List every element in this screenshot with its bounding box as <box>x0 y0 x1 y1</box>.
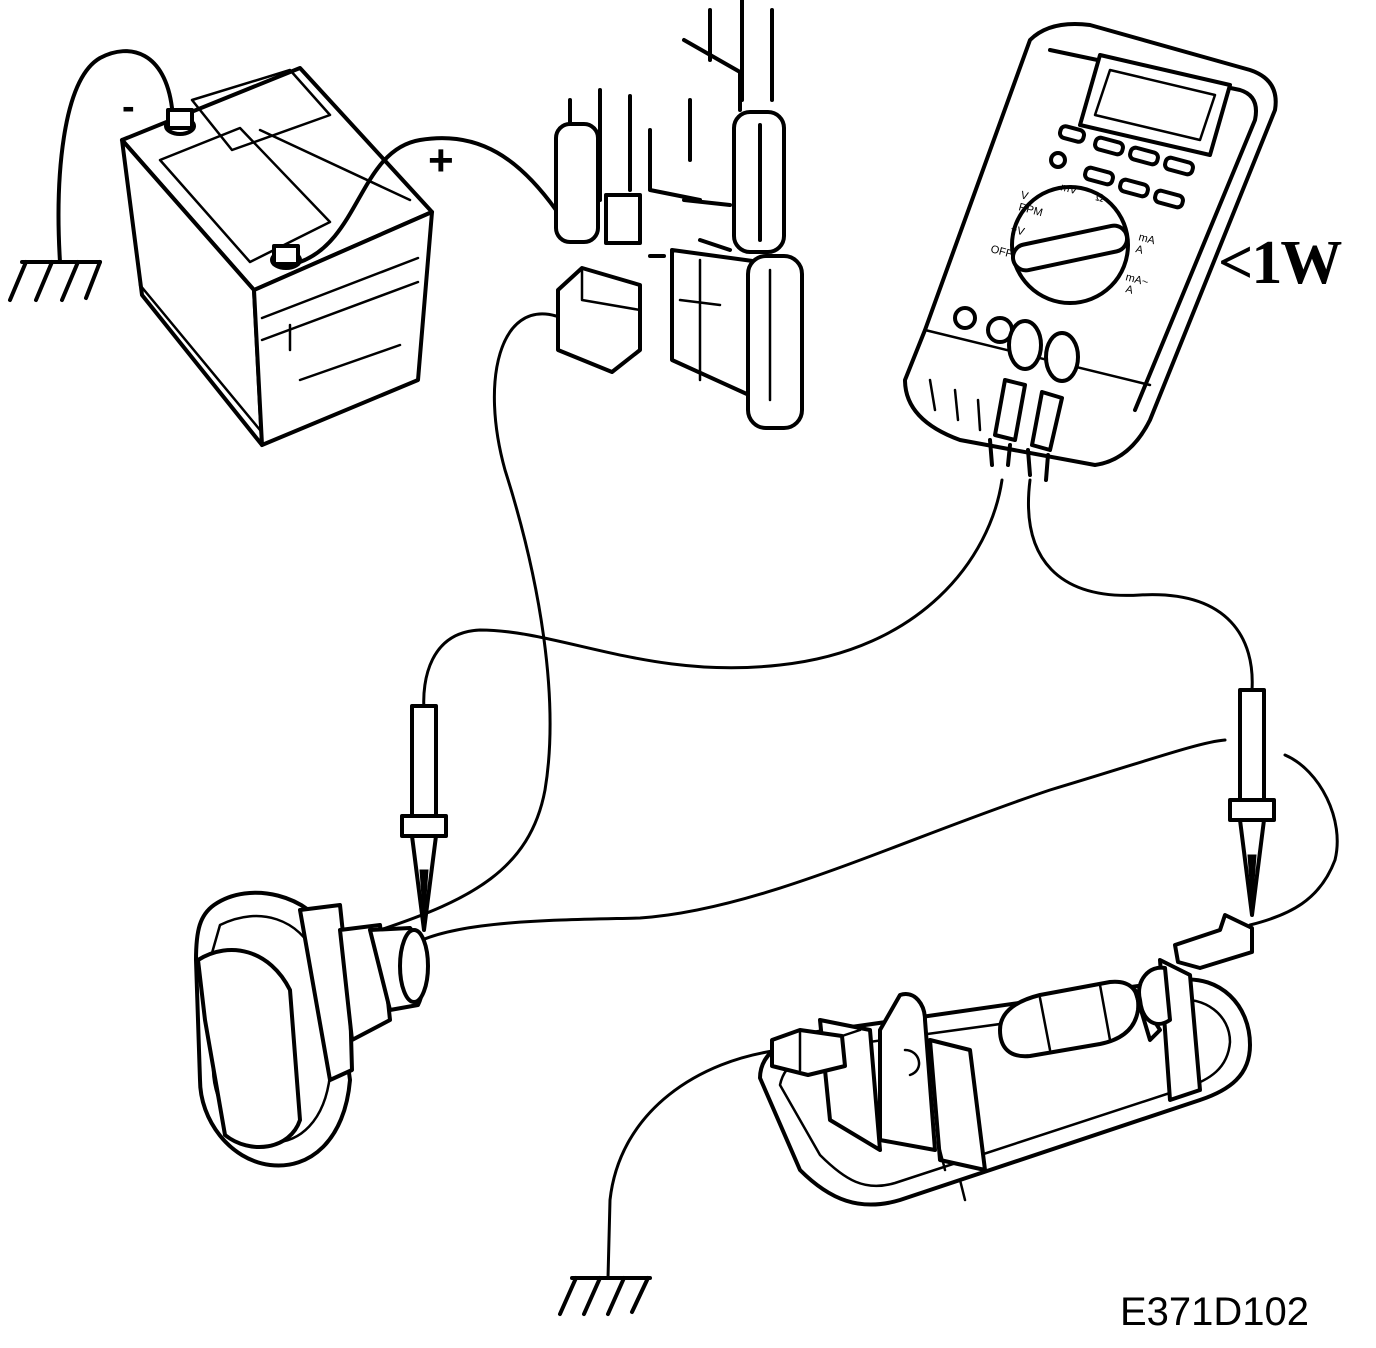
dial-mark-v: V <box>1019 189 1030 203</box>
dial-mark-a-ac: A <box>1124 283 1135 297</box>
dial-mark-mv: mV <box>1059 181 1079 197</box>
battery-negative-label: - <box>122 86 135 128</box>
wire-meter-to-probe-left <box>422 478 1004 712</box>
fuse-icon <box>670 248 804 430</box>
battery-icon <box>120 66 558 447</box>
ground-icon-battery <box>8 49 174 302</box>
dial-mark-ma-ac: mA~ <box>1124 271 1149 289</box>
boot-lock-icon <box>758 913 1254 1207</box>
dial-mark-ohm: Ω <box>1094 191 1105 205</box>
battery-positive-label: + <box>428 136 454 185</box>
dial-mark-off: OFF <box>989 243 1014 260</box>
test-probe-right-icon <box>1228 688 1276 917</box>
test-probe-left-icon <box>400 704 448 932</box>
fuse-box-icon <box>554 0 804 430</box>
wire-lock-loop <box>1248 753 1339 927</box>
ground-icon-lock <box>558 1276 652 1316</box>
dial-mark-a: A <box>1134 243 1145 257</box>
multimeter-icon: V RPM mV Ω ~V OFF mA A mA~ A <box>903 22 1278 482</box>
dial-mark-ac-v: ~V <box>1009 223 1026 238</box>
dial-mark-ma: mA <box>1137 231 1157 247</box>
wire-switch-to-lock <box>420 738 1227 942</box>
switch-icon <box>194 890 430 1168</box>
figure-code-label: E371D102 <box>1120 1290 1310 1334</box>
resistance-spec-label: <1W <box>1218 229 1342 297</box>
wire-meter-to-probe-right <box>1027 478 1254 692</box>
wire-lock-to-ground <box>606 1048 782 1280</box>
